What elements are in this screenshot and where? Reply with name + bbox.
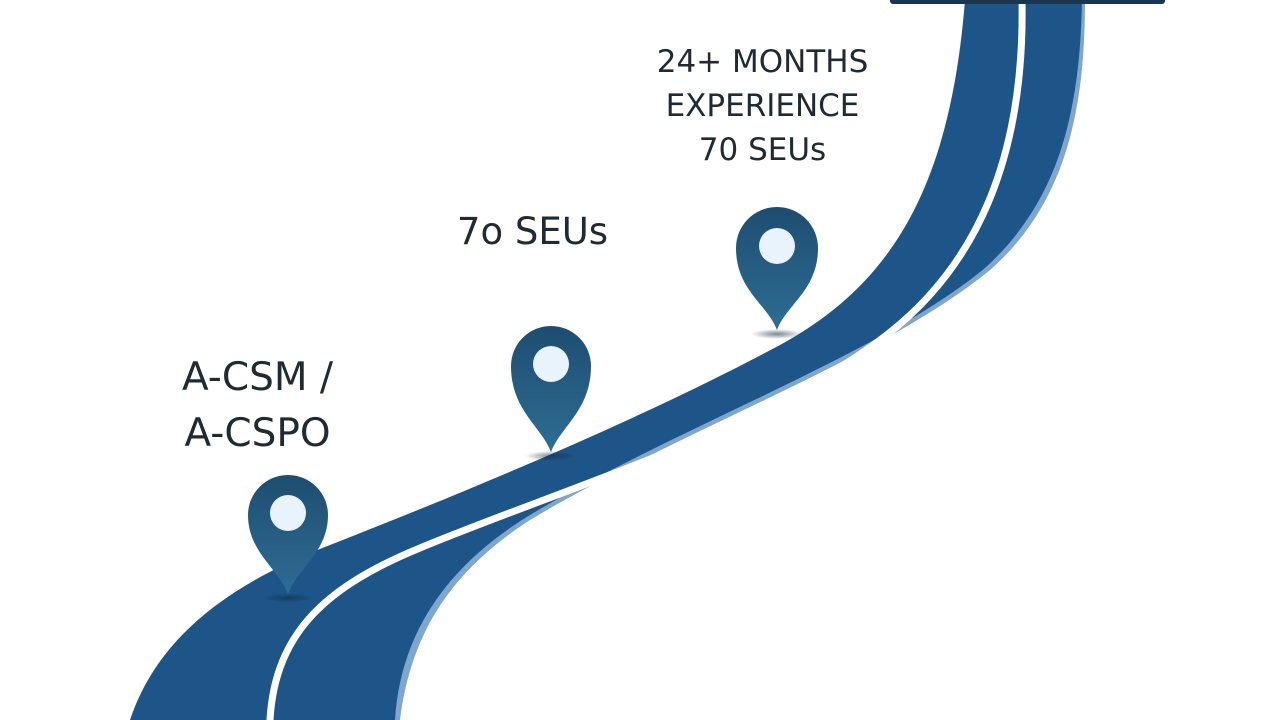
milestone-label-seus: 7o SEUs bbox=[440, 208, 625, 256]
finish-bar bbox=[890, 0, 1165, 4]
milestone-label-experience: 24+ MONTHS EXPERIENCE 70 SEUs bbox=[630, 40, 895, 172]
milestone-label-line: 24+ MONTHS bbox=[656, 44, 869, 80]
milestone-label-line: 7o SEUs bbox=[456, 210, 609, 253]
location-pin-icon bbox=[736, 207, 818, 339]
location-pin-icon bbox=[511, 326, 591, 461]
location-pin-icon bbox=[247, 474, 329, 603]
road-center-line bbox=[266, 0, 1026, 720]
milestone-label-line: A-CSM / bbox=[181, 355, 334, 400]
milestone-label-line: A-CSPO bbox=[184, 411, 331, 456]
milestone-label-line: 70 SEUs bbox=[698, 132, 827, 168]
road bbox=[130, 0, 1082, 720]
milestone-label-line: EXPERIENCE bbox=[665, 88, 860, 124]
milestone-label-certification: A-CSM / A-CSPO bbox=[150, 350, 365, 462]
